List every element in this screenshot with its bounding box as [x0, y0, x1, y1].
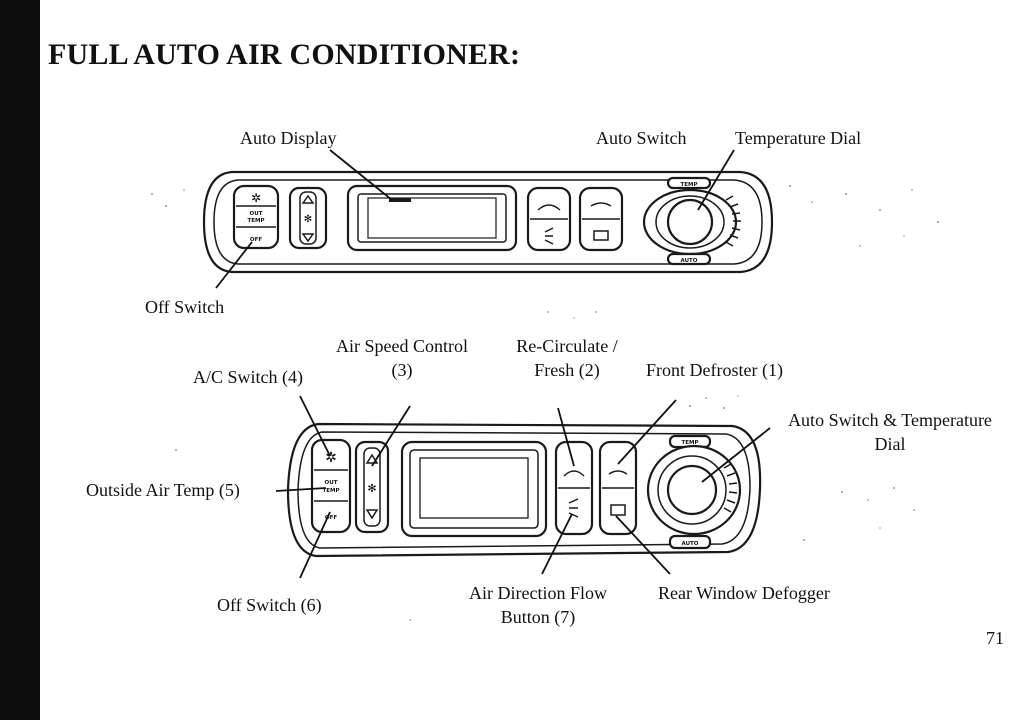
leader-top-off-switch [215, 241, 253, 289]
page-edge-bar [0, 0, 40, 720]
bottom-temperature-dial: TEMP AUTO [646, 434, 742, 550]
page-title: FULL AUTO AIR CONDITIONER: [48, 38, 521, 71]
bottom-mode-buttons [554, 440, 638, 536]
label-recirculate-line2: Fresh (2) [534, 360, 600, 380]
leader-ac-switch [299, 395, 331, 457]
top-control-panel: ✲ OUT TEMP OFF ✻ [202, 149, 774, 289]
label-air-direction-flow-line1: Air Direction Flow [469, 583, 607, 603]
label-temperature-dial: Temperature Dial [735, 128, 862, 148]
leader-recirculate [557, 407, 575, 467]
label-ac-switch: A/C Switch (4) [193, 367, 303, 387]
leader-auto-switch-temp [701, 427, 771, 483]
label-rear-window-defogger: Rear Window Defogger [658, 583, 830, 603]
svg-text:✻: ✻ [304, 214, 312, 225]
bottom-auto-text: AUTO [682, 541, 699, 547]
label-auto-display: Auto Display [240, 128, 337, 148]
top-fan-speed-rocker: ✻ [288, 186, 328, 250]
label-top-off-switch: Off Switch [145, 297, 225, 317]
top-out-temp-text-2: TEMP [247, 218, 264, 224]
bottom-temp-text: TEMP [681, 440, 698, 446]
bottom-out-temp-text-2: TEMP [322, 488, 339, 494]
bottom-out-temp-text-1: OUT [325, 480, 338, 486]
label-air-speed-control-line2: (3) [391, 360, 413, 380]
label-outside-air-temp: Outside Air Temp (5) [86, 480, 240, 500]
bottom-control-panel: ✲ OUT TEMP OFF ✻ [275, 395, 771, 579]
top-auto-text: AUTO [681, 258, 698, 264]
label-auto-switch-temperature-line1: Auto Switch & Temperature [788, 410, 992, 430]
top-mode-buttons [526, 186, 624, 252]
label-recirculate-line1: Re-Circulate / [516, 336, 618, 356]
label-auto-switch-temperature-line2: Dial [874, 434, 906, 454]
ac-snowflake-icon: ✲ [251, 191, 261, 205]
top-off-text: OFF [250, 237, 262, 243]
label-bottom-off-switch: Off Switch (6) [217, 595, 322, 615]
label-recirculate: Re-Circulate / Fresh (2) [504, 334, 630, 382]
top-auto-display [346, 184, 518, 252]
top-out-temp-text-1: OUT [250, 211, 263, 217]
svg-text:✲: ✲ [325, 450, 337, 466]
label-air-direction-flow-line2: Button (7) [500, 607, 576, 627]
leader-outside-air-temp [275, 487, 327, 492]
svg-text:✲: ✲ [251, 191, 261, 205]
leader-temperature-dial [697, 149, 735, 211]
bottom-display [400, 440, 548, 538]
bottom-off-text: OFF [325, 515, 337, 521]
leader-air-direction [541, 513, 573, 575]
top-temp-text: TEMP [680, 182, 697, 188]
bottom-left-switch-stack: ✲ OUT TEMP OFF [310, 438, 352, 534]
label-air-speed-control-line1: Air Speed Control [336, 336, 468, 356]
leader-front-defroster [617, 399, 677, 465]
label-auto-switch: Auto Switch [596, 128, 687, 148]
bottom-fan-speed-rocker: ✻ [354, 440, 390, 534]
scan-speckle [151, 185, 939, 621]
label-air-direction-flow: Air Direction Flow Button (7) [452, 581, 624, 629]
svg-text:✻: ✻ [367, 482, 376, 495]
leader-bottom-off-switch [299, 511, 331, 579]
leader-rear-defogger [615, 515, 671, 575]
page-number: 71 [986, 628, 1004, 648]
label-auto-switch-temperature: Auto Switch & Temperature Dial [772, 408, 1008, 456]
top-temperature-dial: TEMP AUTO [642, 176, 741, 266]
leader-air-speed [371, 405, 411, 467]
leader-auto-display [329, 149, 393, 201]
label-front-defroster: Front Defroster (1) [646, 360, 783, 380]
top-left-switch-stack: ✲ OUT TEMP OFF [232, 184, 280, 250]
label-air-speed-control: Air Speed Control (3) [320, 334, 484, 382]
